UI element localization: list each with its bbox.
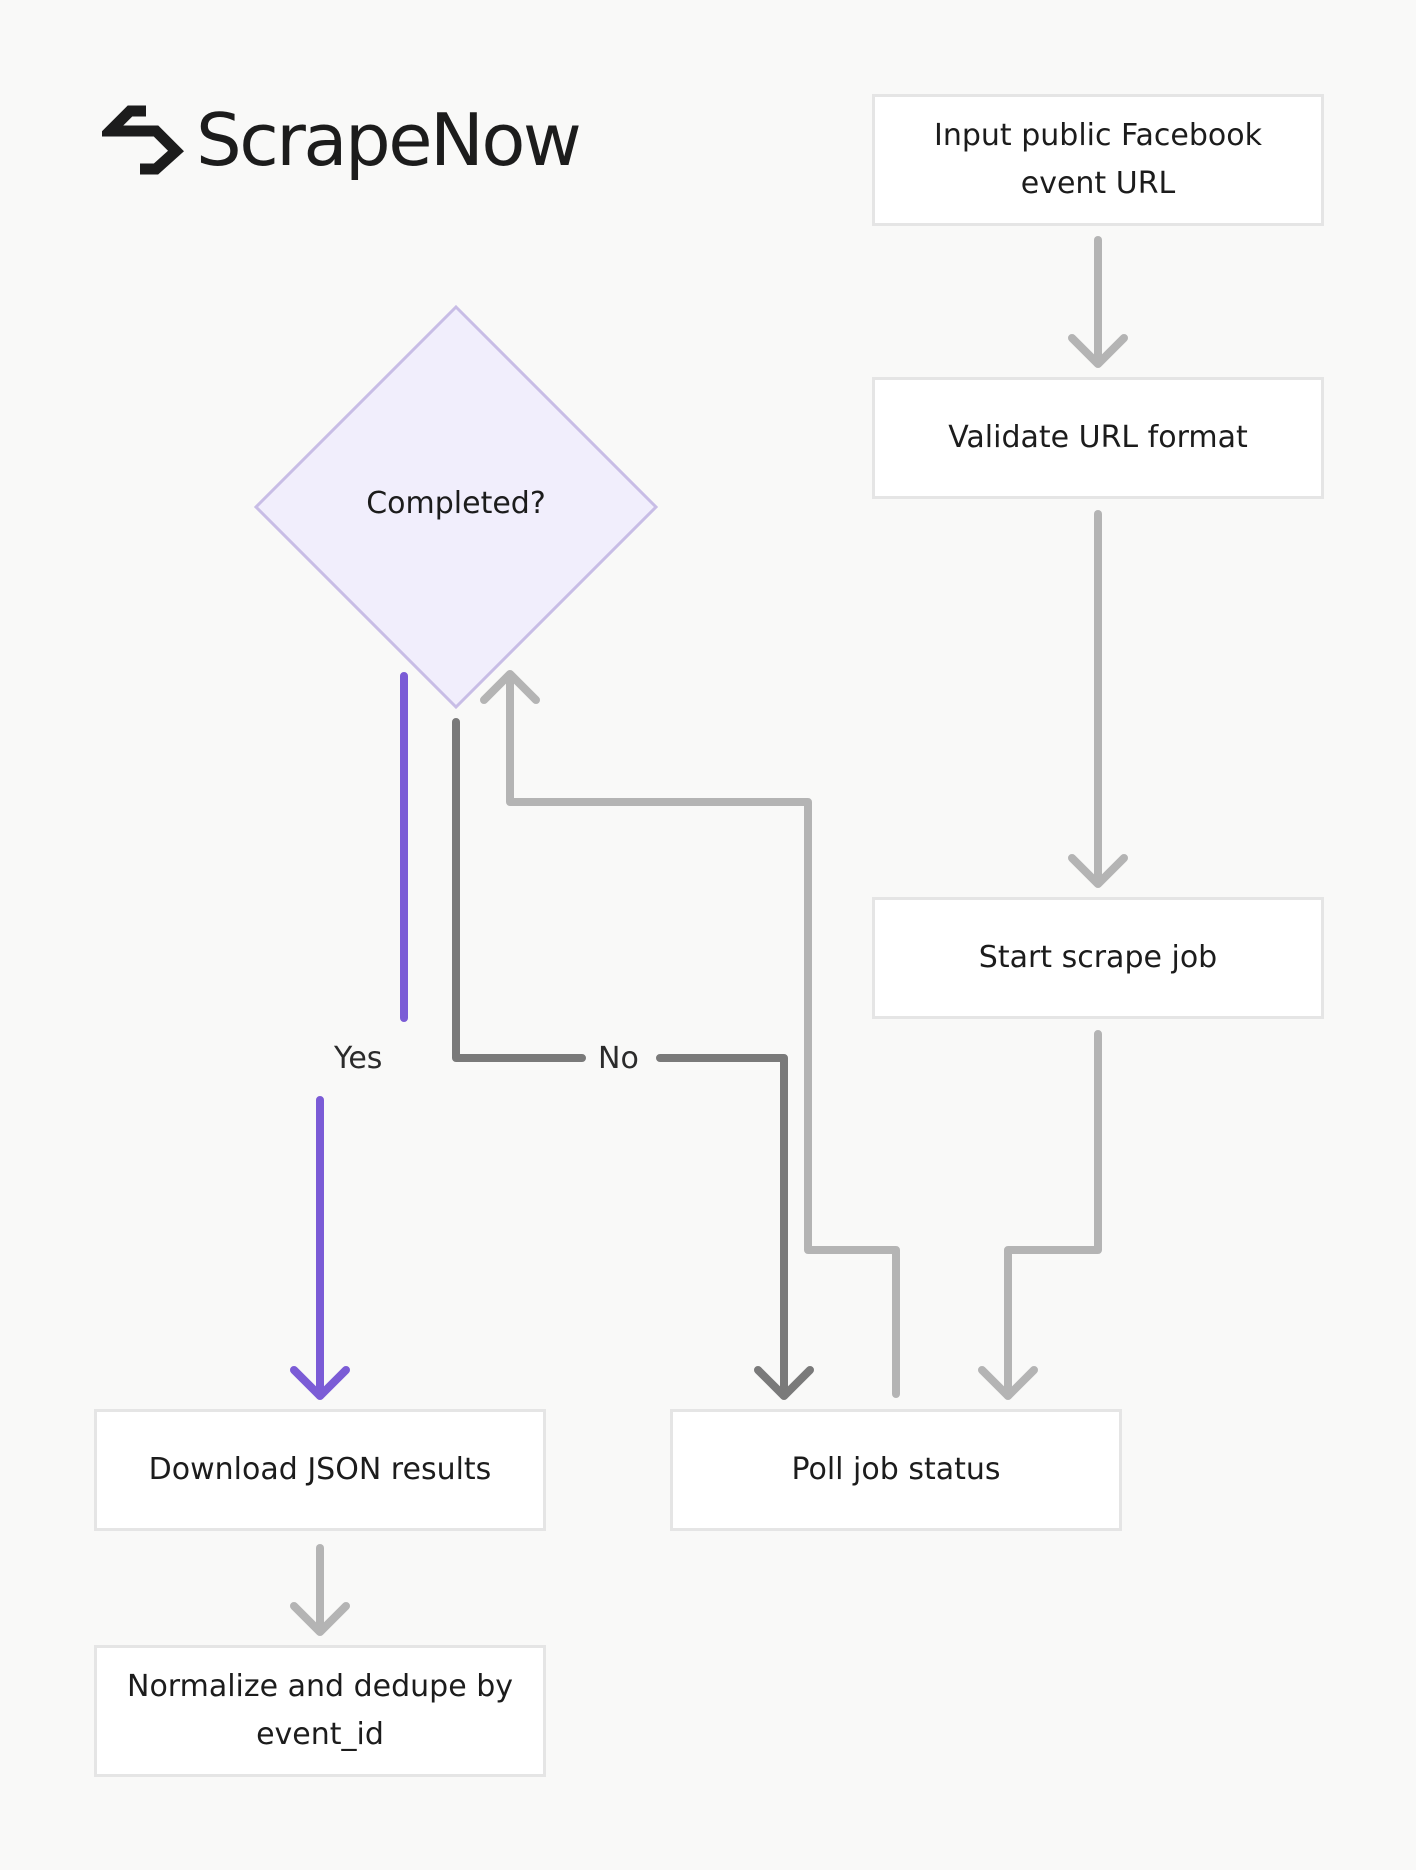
node-validate-url: Validate URL format <box>872 377 1324 499</box>
arrow-start-to-poll <box>1004 1030 1102 1398</box>
node-download-json: Download JSON results <box>94 1409 546 1531</box>
node-input-url-label: Input public Facebook event URL <box>934 118 1262 201</box>
node-start-job: Start scrape job <box>872 897 1324 1019</box>
scrapenow-logo-icon <box>102 105 184 175</box>
arrow-poll-to-decision <box>506 672 900 1398</box>
edge-label-yes: Yes <box>324 1037 393 1081</box>
arrowhead-download-to-normalize <box>290 1602 350 1636</box>
decision-diamond <box>253 304 659 710</box>
brand-logo: ScrapeNow <box>102 95 582 185</box>
arrowhead-input-to-validate <box>1068 334 1128 368</box>
arrowhead-decision-yes <box>290 1366 350 1400</box>
node-validate-url-label: Validate URL format <box>948 420 1248 455</box>
node-input-url: Input public Facebook event URL <box>872 94 1324 226</box>
arrow-decision-no <box>452 718 788 1398</box>
node-download-json-label: Download JSON results <box>148 1452 492 1487</box>
arrowhead-poll-to-decision <box>480 670 540 704</box>
node-normalize: Normalize and dedupe by event_id <box>94 1645 546 1777</box>
arrowhead-decision-no <box>754 1366 814 1400</box>
node-poll-status-label: Poll job status <box>791 1452 1001 1487</box>
node-poll-status: Poll job status <box>670 1409 1122 1531</box>
edge-label-no: No <box>588 1037 649 1081</box>
arrowhead-validate-to-start <box>1068 854 1128 888</box>
arrow-decision-yes <box>316 672 408 1398</box>
decision-label: Completed? <box>366 486 546 521</box>
node-normalize-label: Normalize and dedupe by event_id <box>127 1669 513 1752</box>
brand-name: ScrapeNow <box>196 98 582 182</box>
node-start-job-label: Start scrape job <box>978 940 1218 975</box>
arrowhead-start-to-poll <box>978 1366 1038 1400</box>
